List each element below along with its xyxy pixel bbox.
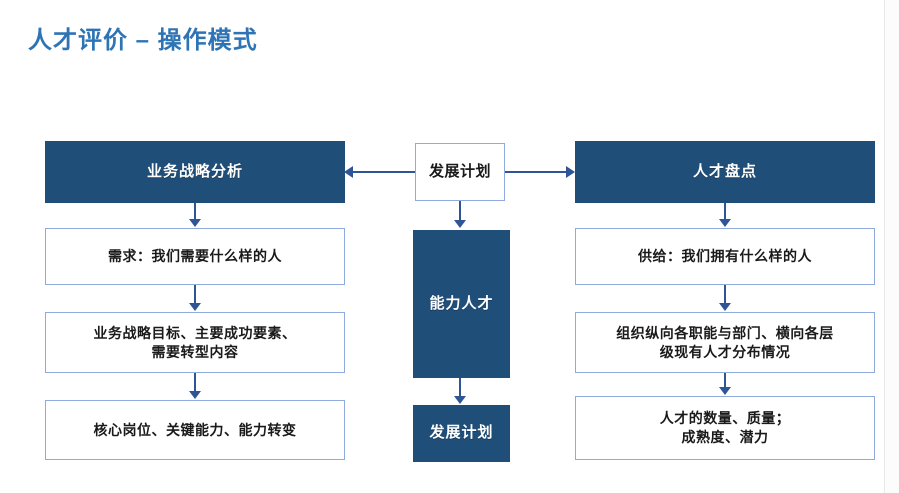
slide-right-margin [885,0,899,493]
connector-center-1-arrow-icon [454,220,466,228]
node-left-header[interactable]: 业务战略分析 [45,141,345,203]
connector-left-3-line [194,373,196,392]
connector-right-3-arrow-icon [719,387,731,395]
connector-center-to-right-arrow-icon [566,166,575,178]
node-left-2[interactable]: 业务战略目标、主要成功要素、 需要转型内容 [45,312,345,373]
connector-left-3-arrow-icon [189,391,201,399]
connector-center-2-arrow-icon [454,396,466,404]
connector-left-1-arrow-icon [189,219,201,227]
node-label: 业务战略分析 [146,162,243,180]
connector-right-1-line [724,203,726,220]
node-right-1[interactable]: 供给：我们拥有什么样的人 [575,228,875,285]
node-center-header[interactable]: 发展计划 [415,143,505,201]
node-label: 核心岗位、关键能力、能力转变 [93,421,297,438]
connector-center-to-right-line [505,171,567,173]
node-left-3[interactable]: 核心岗位、关键能力、能力转变 [45,400,345,460]
node-right-3[interactable]: 人才的数量、质量； 成熟度、潜力 [575,396,875,460]
connector-center-2-line [459,378,461,396]
node-center-2[interactable]: 发展计划 [413,405,510,462]
node-left-1[interactable]: 需求：我们需要什么样的人 [45,228,345,285]
connector-left-1-line [194,203,196,220]
node-label: 人才的数量、质量； 成熟度、潜力 [660,409,791,447]
slide-edge-line [884,0,885,493]
connector-center-to-left-line [352,171,415,173]
node-label-line-1: 组织纵向各职能与部门、横向各层 [616,324,834,341]
connector-left-2-arrow-icon [189,303,201,311]
node-label: 发展计划 [428,162,491,180]
connector-center-to-left-arrow-icon [344,166,353,178]
connector-right-2-arrow-icon [719,303,731,311]
connector-left-2-line [194,285,196,304]
node-label-line-2: 需要转型内容 [151,343,239,360]
node-label: 业务战略目标、主要成功要素、 需要转型内容 [94,324,297,362]
node-label-line-2: 成熟度、潜力 [681,429,769,445]
connector-right-1-arrow-icon [719,219,731,227]
node-label: 人才盘点 [692,162,757,180]
node-right-2[interactable]: 组织纵向各职能与部门、横向各层 级现有人才分布情况 [575,312,875,373]
node-right-header[interactable]: 人才盘点 [575,141,875,203]
node-label: 发展计划 [429,424,494,442]
connector-center-1-line [459,201,461,221]
node-label: 供给：我们拥有什么样的人 [638,248,812,265]
page-title: 人才评价 – 操作模式 [28,27,258,54]
node-center-1[interactable]: 能力人才 [413,230,510,378]
connector-right-3-line [724,373,726,388]
node-label: 能力人才 [429,294,494,312]
node-label-line-1: 人才的数量、质量； [659,410,791,427]
node-label: 组织纵向各职能与部门、横向各层 级现有人才分布情况 [616,324,834,362]
node-label: 需求：我们需要什么样的人 [108,248,282,265]
node-label-line-2: 级现有人才分布情况 [659,343,791,360]
node-label-line-1: 业务战略目标、主要成功要素、 [93,324,297,341]
connector-right-2-line [724,285,726,304]
